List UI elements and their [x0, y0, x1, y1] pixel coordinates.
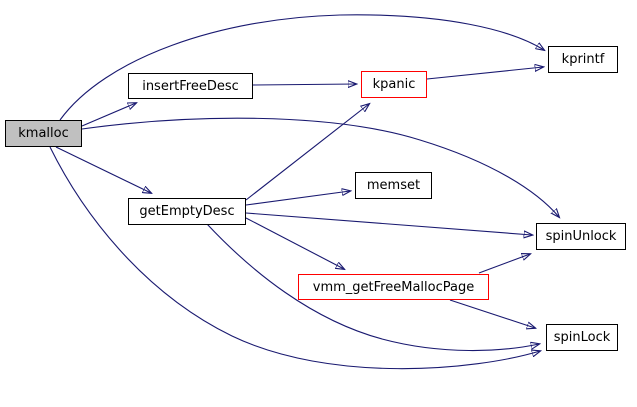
node-kprintf[interactable]: kprintf	[548, 46, 618, 73]
edge-kpanic-kprintf	[426, 67, 543, 80]
edge-getEmptyDesc-spinUnlock	[245, 212, 532, 235]
node-spinUnlock[interactable]: spinUnlock	[536, 223, 626, 250]
edge-insertFreeDesc-kpanic	[252, 84, 356, 85]
edge-getEmptyDesc-vmm_getFreeMallocPage	[245, 217, 344, 269]
node-memset[interactable]: memset	[355, 172, 432, 199]
edge-getEmptyDesc-memset	[245, 191, 350, 206]
edge-kmalloc-kprintf	[59, 14, 544, 121]
node-getEmptyDesc[interactable]: getEmptyDesc	[128, 198, 246, 225]
node-kpanic[interactable]: kpanic	[361, 71, 427, 98]
node-vmm_getFreeMallocPage[interactable]: vmm_getFreeMallocPage	[298, 274, 489, 300]
edge-getEmptyDesc-spinLock	[206, 223, 539, 352]
node-spinLock[interactable]: spinLock	[546, 324, 618, 351]
edge-kmalloc-spinUnlock	[81, 117, 559, 217]
node-insertFreeDesc[interactable]: insertFreeDesc	[128, 73, 253, 99]
edge-vmm_getFreeMallocPage-spinLock	[449, 299, 535, 328]
edge-kmalloc-spinLock	[49, 146, 540, 370]
edge-getEmptyDesc-kpanic	[245, 104, 369, 201]
edge-kmalloc-insertFreeDesc	[81, 103, 136, 127]
edge-vmm_getFreeMallocPage-spinUnlock	[478, 254, 530, 274]
node-kmalloc: kmalloc	[5, 120, 82, 147]
edge-kmalloc-getEmptyDesc	[55, 146, 151, 193]
